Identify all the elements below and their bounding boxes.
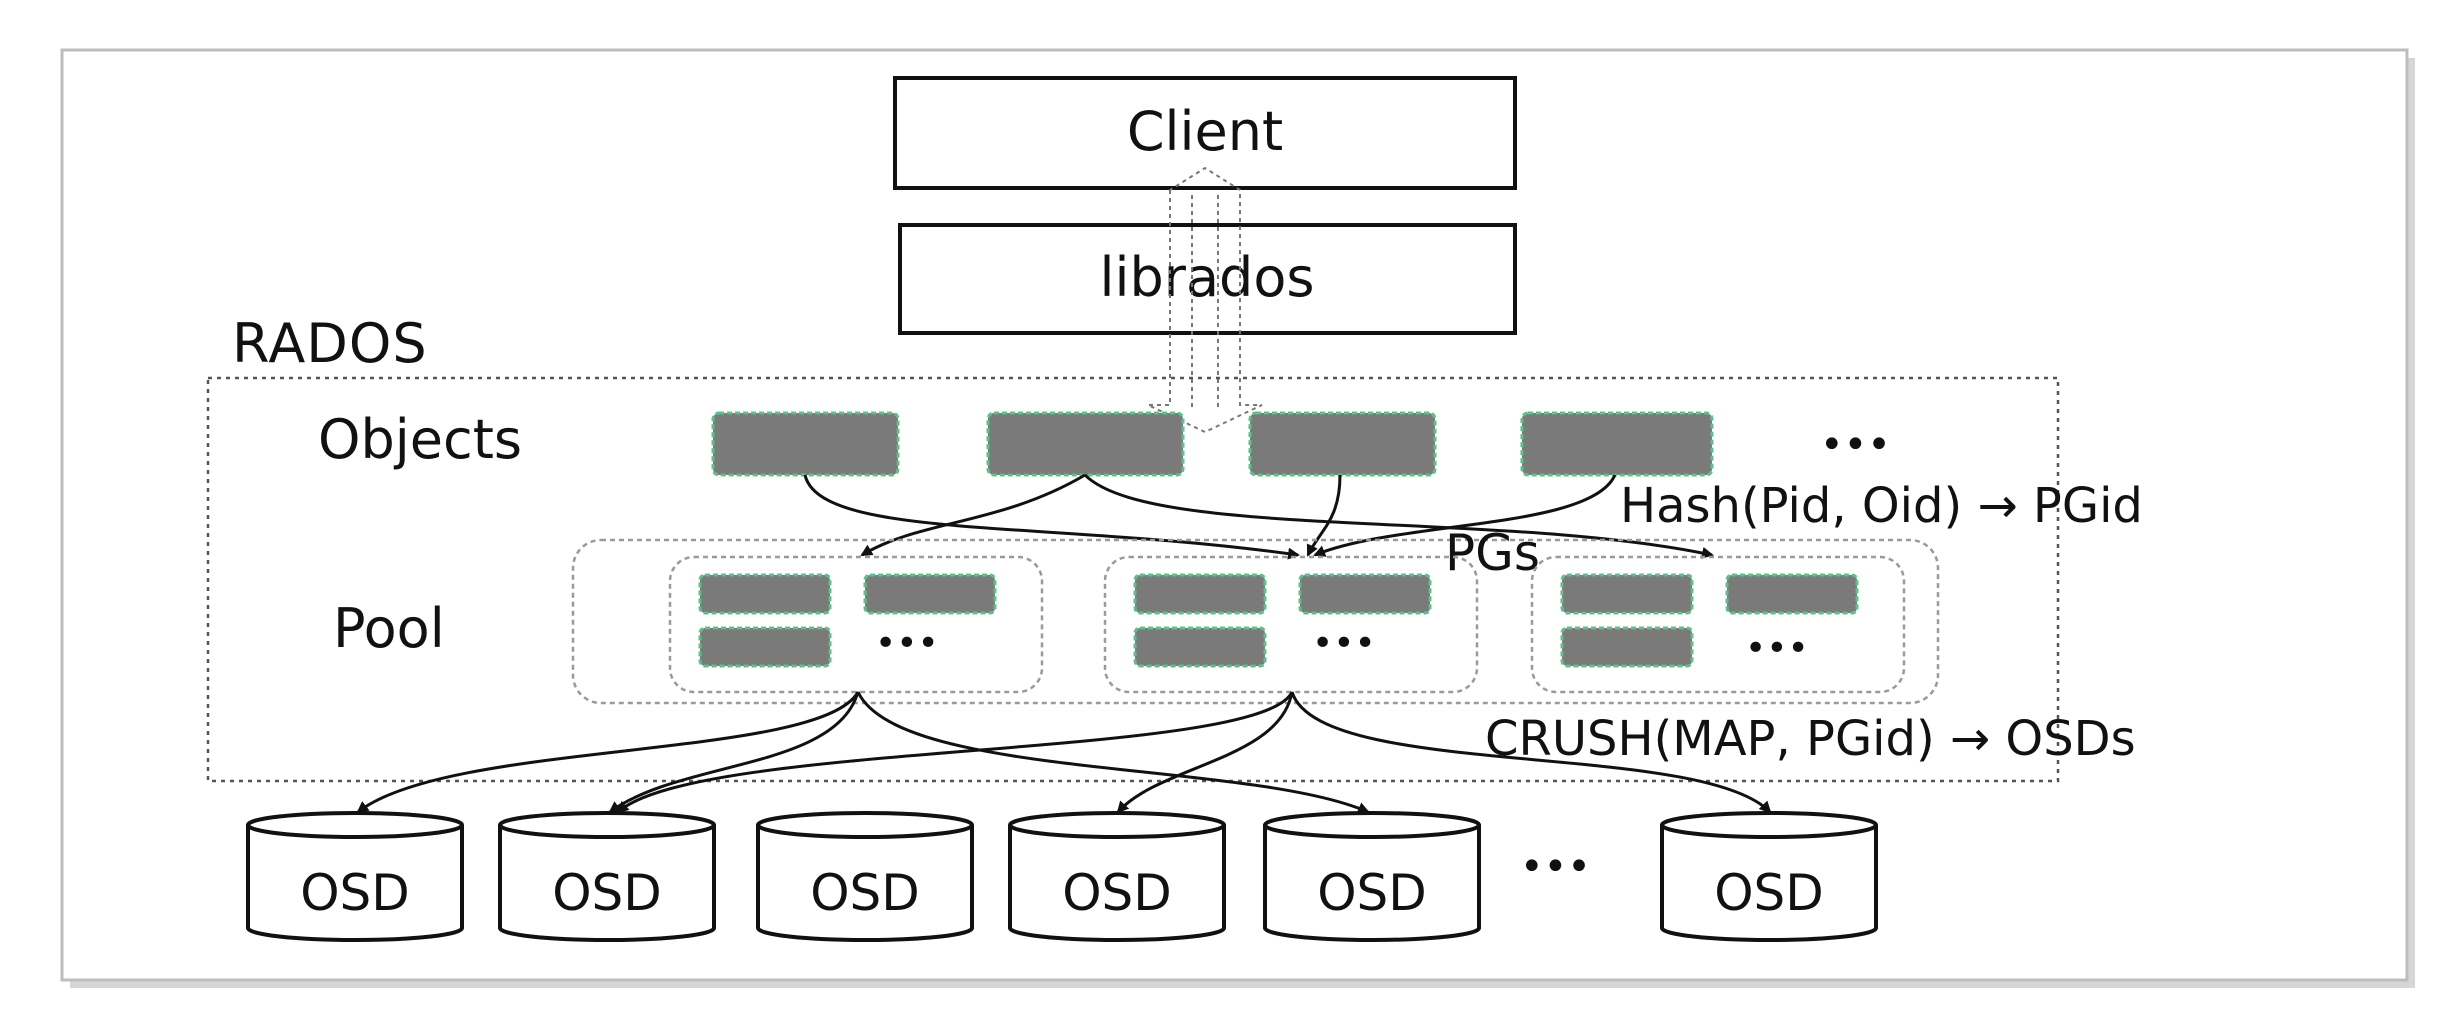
pg-3 [1530,555,1906,694]
osd-4 [1008,811,1226,942]
pg-2-ellipsis: ••• [1312,623,1376,664]
osd-4-label: OSD [1062,864,1172,922]
osd-6-label: OSD [1714,864,1824,922]
osd-2-label: OSD [552,864,662,922]
client-box [893,76,1517,190]
pg-3-object-a [1560,573,1694,615]
pg-3-object-b [1725,573,1859,615]
pool-region [571,538,1940,705]
pg-2-object-b [1298,573,1432,615]
osd-1 [246,811,464,942]
pool-label: Pool [333,597,445,660]
osds-ellipsis: ••• [1520,844,1591,890]
client-to-objects-arrow [1147,166,1263,434]
hash-label: Hash(Pid, Oid) → PGid [1620,478,2143,534]
pg-1-object-c [698,626,832,668]
crush-label: CRUSH(MAP, PGid) → OSDs [1485,711,2136,767]
pg-3-object-c [1560,626,1694,668]
pg-1-object-b [863,573,997,615]
pgs-label: PGs [1445,524,1540,582]
object-4 [1520,411,1714,477]
object-2 [986,411,1185,477]
pg-to-osd-arrows [356,691,1772,814]
librados-box [898,223,1517,335]
object-3 [1248,411,1437,477]
pg-2-object-a [1133,573,1267,615]
osd-5-label: OSD [1317,864,1427,922]
objects-ellipsis: ••• [1820,422,1891,468]
osd-1-label: OSD [300,864,410,922]
object-to-pg-arrows [803,473,1714,560]
pg-2 [1103,555,1479,694]
pg-1-ellipsis: ••• [875,623,939,664]
osd-5 [1263,811,1481,942]
object-1 [711,411,900,477]
librados-label: librados [1099,246,1314,309]
pg-2-object-c [1133,626,1267,668]
objects-label: Objects [318,408,522,471]
pg-1 [668,555,1044,694]
rados-region [206,376,2060,783]
pg-1-object-a [698,573,832,615]
pg-3-ellipsis: ••• [1745,628,1809,669]
rados-label: RADOS [232,312,428,375]
osd-3-label: OSD [810,864,920,922]
osd-3 [756,811,974,942]
client-label: Client [1127,100,1283,163]
osd-2 [498,811,716,942]
osd-6 [1660,811,1878,942]
